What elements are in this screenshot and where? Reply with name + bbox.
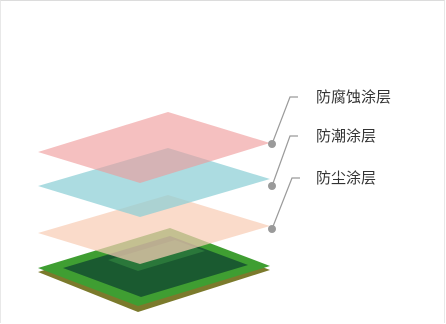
label-dust-coating: 防尘涂层 — [316, 169, 376, 187]
leader-line-dust — [271, 177, 300, 230]
moisture-coating-layer — [38, 148, 270, 217]
leader-dot-moisture — [268, 182, 276, 190]
label-moisture-coating: 防潮涂层 — [316, 127, 376, 145]
label-anticorrosion-coating: 防腐蚀涂层 — [316, 88, 391, 106]
leader-dot-dust — [268, 225, 276, 233]
leader-line-anticorrosion — [271, 96, 298, 145]
anticorrosion-coating-layer — [38, 112, 270, 183]
dust-coating-layer — [38, 195, 270, 264]
leader-line-moisture — [271, 135, 298, 187]
leader-dot-anticorrosion — [268, 140, 276, 148]
